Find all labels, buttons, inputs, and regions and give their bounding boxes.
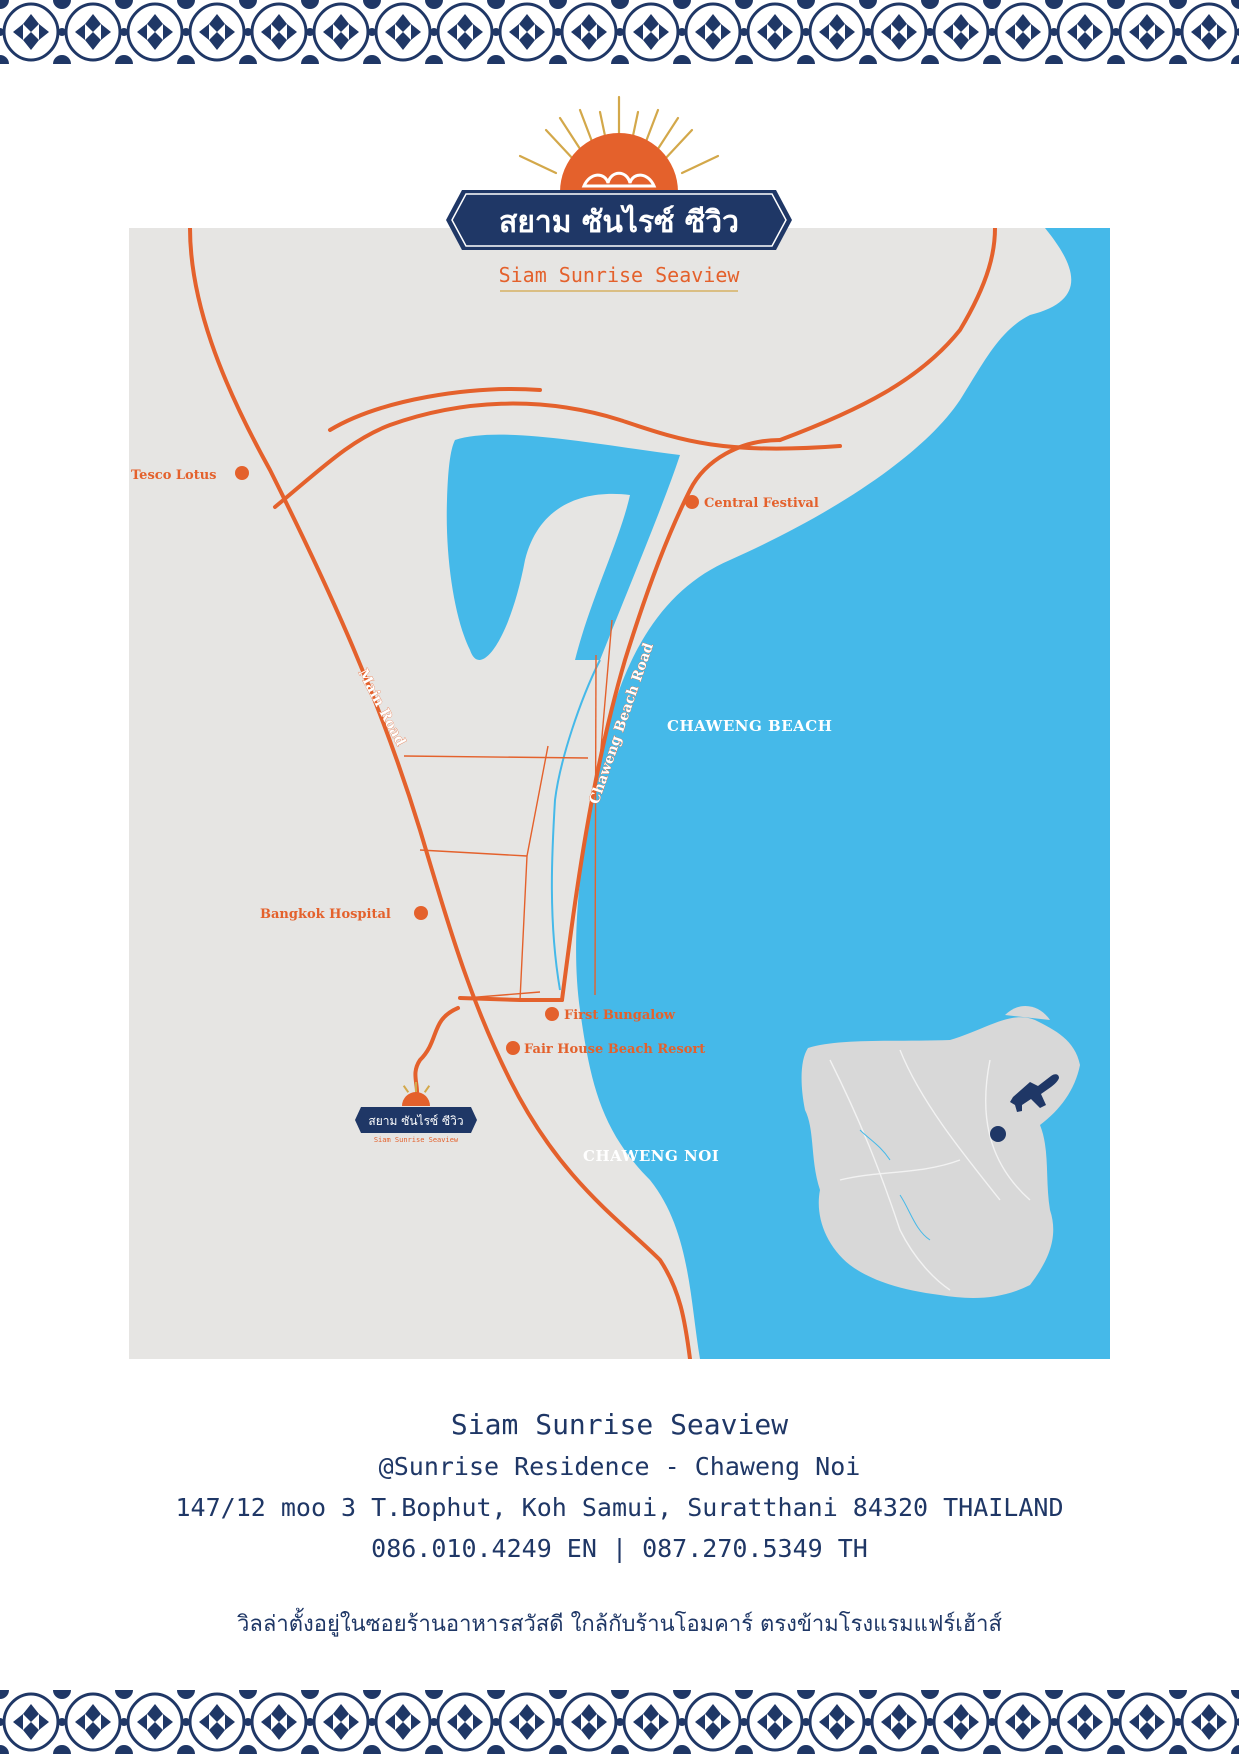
decorative-pattern-top — [0, 0, 1239, 64]
location-dot-icon — [414, 906, 428, 920]
brand-logo: สยาม ซันไรซ์ ซีวิว Siam Sunrise Seaview — [446, 95, 792, 292]
airplane-icon — [1010, 1074, 1059, 1112]
footer-subtitle: @Sunrise Residence - Chaweng Noi — [378, 1452, 861, 1481]
chaweng-beach-road-line — [560, 438, 782, 1002]
logo-thai-name: สยาม ซันไรซ์ ซีวิว — [499, 204, 739, 240]
place-label-central-festival: Central Festival — [704, 496, 819, 511]
footer-address: 147/12 moo 3 T.Bophut, Koh Samui, Suratt… — [175, 1493, 1064, 1522]
location-dot-icon — [545, 1007, 559, 1021]
sun-icon — [560, 133, 678, 192]
sun-ornament — [581, 171, 657, 188]
map-canvas: Tesco Lotus Central Festival Bangkok Hos… — [129, 228, 1110, 1359]
main-roads — [188, 228, 997, 1359]
place-label-bangkok-hospital: Bangkok Hospital — [260, 907, 391, 922]
place-label-first-bungalow: First Bungalow — [564, 1008, 676, 1023]
location-dot-icon — [506, 1041, 520, 1055]
logo-english-name: Siam Sunrise Seaview — [499, 263, 741, 287]
footer-phones: 086.010.4249 EN | 087.270.5349 TH — [371, 1534, 868, 1563]
logo-badge — [446, 190, 792, 250]
footer-directions-thai: วิลล่าตั้งอยู่ในซอยร้านอาหารสวัสดี ใกล้ก… — [237, 1612, 1002, 1637]
villa-marker-badge — [355, 1107, 477, 1133]
decorative-pattern-bottom — [0, 1690, 1239, 1754]
villa-marker-thai-name: สยาม ซันไรซ์ ซีวิว — [368, 1114, 463, 1128]
island-shape — [801, 1017, 1080, 1298]
minor-roads — [403, 619, 613, 1001]
area-label-chaweng-beach: CHAWENG BEACH — [667, 717, 832, 735]
location-dot-icon — [990, 1126, 1006, 1142]
place-dots — [235, 466, 699, 1055]
lagoon — [446, 434, 680, 660]
villa-marker-english-name: Siam Sunrise Seaview — [374, 1136, 459, 1144]
koh-samui-inset — [801, 1005, 1080, 1298]
location-dot-icon — [235, 466, 249, 480]
area-label-chaweng-noi: CHAWENG NOI — [583, 1147, 719, 1165]
villa-location-marker: สยาม ซันไรซ์ ซีวิว Siam Sunrise Seaview — [355, 1082, 477, 1144]
place-label-fair-house: Fair House Beach Resort — [524, 1042, 705, 1057]
place-label-tesco-lotus: Tesco Lotus — [131, 468, 216, 483]
canal — [550, 659, 601, 991]
location-dot-icon — [685, 495, 699, 509]
footer-name: Siam Sunrise Seaview — [450, 1408, 789, 1441]
main-road-line — [188, 228, 692, 1359]
